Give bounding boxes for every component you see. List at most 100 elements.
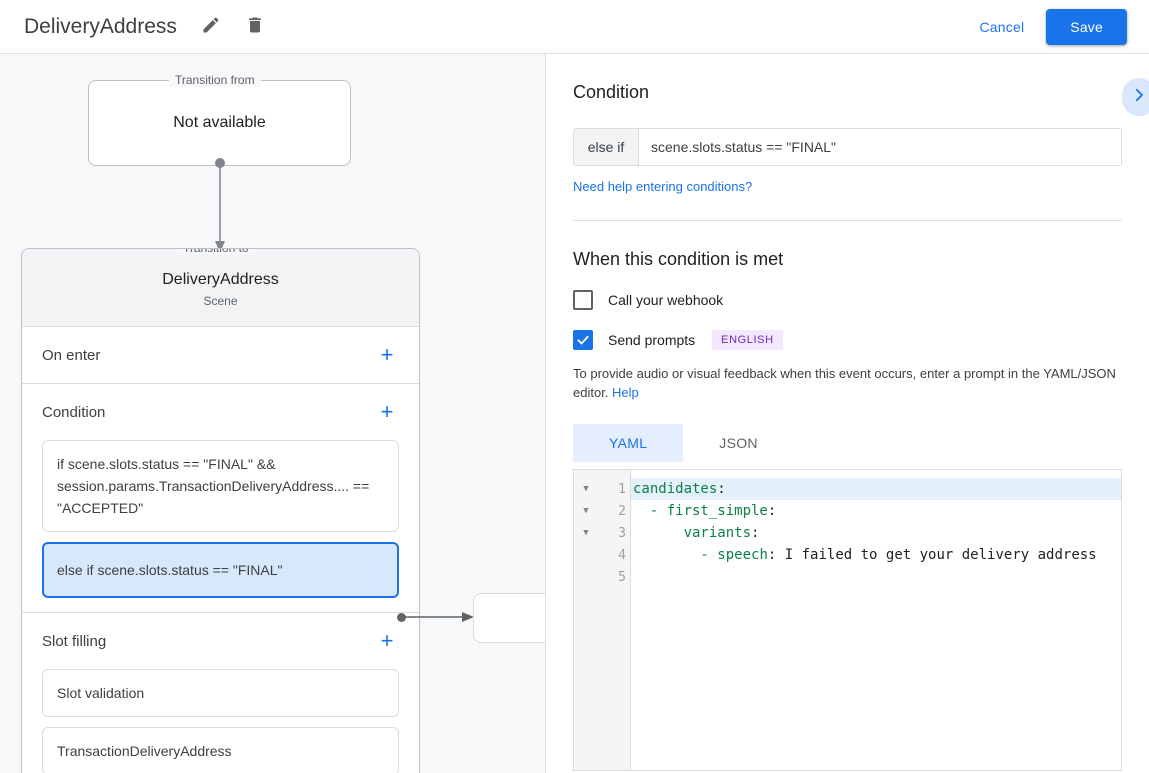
gutter-line: ▼1 (574, 478, 630, 500)
fold-caret-icon[interactable]: ▼ (583, 484, 589, 494)
code-token: : (717, 481, 726, 497)
tab-json[interactable]: JSON (719, 435, 758, 451)
code-token: candidates (633, 481, 718, 497)
edge-arrow (405, 612, 474, 622)
condition-input[interactable] (639, 129, 1121, 165)
code-line[interactable]: - speech: I failed to get your delivery … (631, 544, 1121, 566)
condition-heading: Condition (573, 82, 650, 102)
flow-canvas[interactable]: Transition from Not available Transition… (0, 54, 545, 773)
prompts-description: To provide audio or visual feedback when… (573, 364, 1122, 402)
code-token: variants (683, 525, 752, 541)
pane-divider (545, 54, 546, 773)
section-title: Condition (42, 403, 106, 421)
details-panel: Condition else if Need help entering con… (546, 54, 1149, 773)
editor-tabs: YAML JSON (573, 424, 1122, 462)
code-token (633, 525, 684, 541)
gutter-line: 4 (574, 544, 630, 566)
line-number: 2 (618, 503, 626, 519)
section-body: if scene.slots.status == "FINAL" && sess… (42, 440, 399, 612)
delete-button[interactable] (239, 11, 271, 43)
send-prompts-label: Send prompts (608, 332, 696, 348)
transition-from-legend: Transition from (169, 73, 261, 87)
expand-panel-button[interactable] (1122, 78, 1149, 116)
edit-button[interactable] (195, 11, 227, 43)
page-title: DeliveryAddress (24, 14, 177, 38)
condition-help-link[interactable]: Need help entering conditions? (573, 179, 753, 194)
scene-sections: On enter + Condition + if scene.slots.status… (22, 327, 419, 773)
edge-source-dot (397, 613, 406, 622)
line-number: 3 (618, 525, 626, 541)
save-button[interactable]: Save (1046, 8, 1127, 45)
list-item[interactable]: if scene.slots.status == "FINAL" && sess… (42, 440, 399, 532)
condition-item-selected[interactable]: else if scene.slots.status == "FINAL" (42, 542, 399, 598)
transition-from-node[interactable]: Transition from Not available (88, 73, 351, 166)
transition-to-legend: Transition to (177, 249, 255, 255)
code-line[interactable]: variants: (631, 522, 1121, 544)
section-header: On enter + (42, 327, 399, 383)
send-prompts-checkbox-row[interactable]: Send prompts ENGLISH (573, 330, 1122, 350)
code-line[interactable]: - first_simple: (631, 500, 1121, 522)
gutter-line: 5 (574, 566, 630, 588)
pencil-icon (201, 15, 221, 38)
webhook-checkbox[interactable] (573, 290, 593, 310)
transition-to-node[interactable]: Transition to DeliveryAddress Scene On e… (21, 248, 420, 773)
when-condition-met-section: When this condition is met Call your web… (546, 221, 1149, 771)
flow-connector (212, 158, 228, 259)
code-token: speech (717, 547, 768, 563)
trash-icon (245, 15, 265, 38)
code-token: : (767, 547, 777, 563)
condition-prefix-label: else if (574, 129, 639, 165)
fold-caret-icon[interactable]: ▼ (583, 506, 589, 516)
list-item[interactable]: Slot validation (42, 669, 399, 717)
editor-code-area[interactable]: candidates: - first_simple: variants: - … (631, 470, 1121, 770)
condition-section: Condition else if Need help entering con… (546, 54, 1149, 221)
scene-header: DeliveryAddress Scene (22, 249, 419, 327)
section-title: On enter (42, 346, 101, 364)
section-header: Condition + (42, 384, 399, 440)
code-token: - (633, 547, 718, 563)
transition-from-title: Not available (173, 114, 266, 131)
app-header: DeliveryAddress Cancel Save (0, 0, 1149, 54)
scene-type: Scene (203, 294, 238, 308)
code-line[interactable] (631, 566, 1121, 588)
plus-icon[interactable]: + (380, 399, 394, 424)
section-header: Slot filling + (42, 613, 399, 669)
list-item[interactable]: TransactionDeliveryAddress (42, 727, 399, 773)
chevron-right-icon (1130, 86, 1148, 109)
line-number: 4 (618, 547, 626, 563)
scene-name: DeliveryAddress (162, 271, 279, 288)
condition-field[interactable]: else if (573, 128, 1122, 166)
code-token: - (633, 503, 667, 519)
code-token: I failed to get your delivery address (776, 547, 1097, 563)
scene-section-condition: Condition + if scene.slots.status == "FINA… (22, 384, 419, 613)
language-badge: ENGLISH (712, 330, 783, 350)
section-title: Slot filling (42, 632, 107, 650)
prompts-help-link[interactable]: Help (612, 385, 639, 400)
gutter-line: ▼3 (574, 522, 630, 544)
section-divider (573, 220, 1122, 221)
target-node[interactable] (473, 593, 545, 643)
plus-icon[interactable]: + (380, 342, 394, 367)
code-token: : (767, 503, 777, 519)
code-token: first_simple (666, 503, 768, 519)
cancel-button[interactable]: Cancel (966, 11, 1039, 43)
fold-caret-icon[interactable]: ▼ (583, 528, 589, 538)
send-prompts-checkbox[interactable] (573, 330, 593, 350)
checkmark-icon (577, 335, 589, 345)
line-number: 5 (618, 569, 626, 585)
code-line[interactable]: candidates: (631, 478, 1121, 500)
gutter-line: ▼2 (574, 500, 630, 522)
plus-icon[interactable]: + (380, 628, 394, 653)
prompts-description-text: To provide audio or visual feedback when… (573, 366, 1116, 400)
webhook-checkbox-row[interactable]: Call your webhook (573, 290, 1122, 310)
tab-yaml[interactable]: YAML (573, 424, 684, 462)
when-condition-met-heading: When this condition is met (573, 249, 784, 269)
line-number: 1 (618, 481, 626, 497)
code-token: : (751, 525, 760, 541)
scene-section-on-enter: On enter + (22, 327, 419, 384)
